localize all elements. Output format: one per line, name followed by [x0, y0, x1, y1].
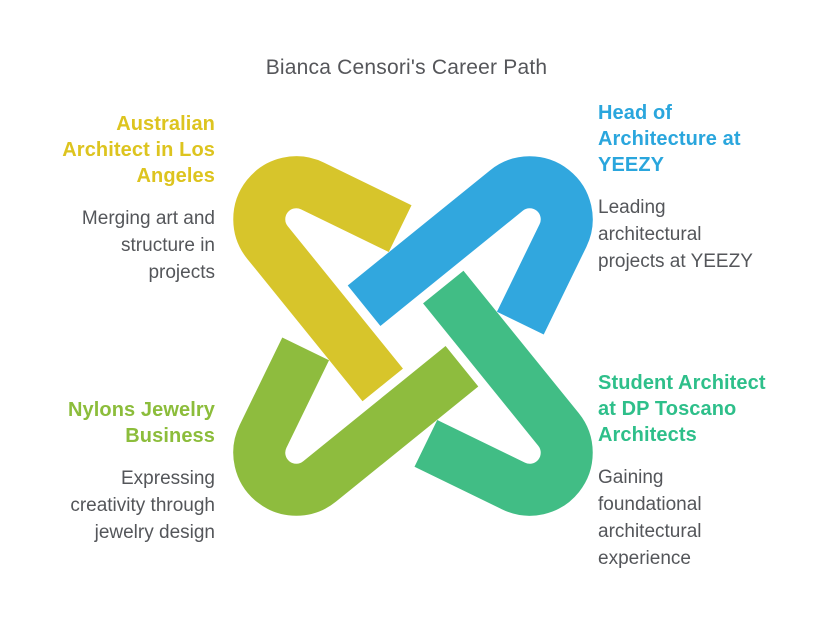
knot-loop-top-right-icon: [347, 156, 593, 335]
section-head-of-architecture: Head of Architecture at YEEZY Leading ar…: [598, 100, 793, 275]
section-heading: Student Architect at DP Toscano Architec…: [598, 372, 766, 446]
page-title: Bianca Censori's Career Path: [265, 56, 548, 79]
section-description: Gaining foundational architectural exper…: [598, 467, 702, 569]
knot-loop-top-left-icon: [233, 156, 412, 402]
section-description: Merging art and structure in projects: [81, 208, 215, 283]
knot-loop-bottom-right-icon: [414, 270, 593, 516]
knot-loop-bottom-left-icon: [233, 337, 479, 516]
section-heading: Australian Architect in Los Angeles: [62, 113, 215, 187]
section-heading: Head of Architecture at YEEZY: [598, 102, 741, 176]
section-description: Expressing creativity through jewelry de…: [70, 468, 215, 543]
section-australian-architect: Australian Architect in Los Angeles Merg…: [28, 111, 215, 286]
section-heading: Nylons Jewelry Business: [67, 399, 215, 447]
section-student-architect: Student Architect at DP Toscano Architec…: [598, 370, 793, 572]
section-nylons-jewelry: Nylons Jewelry Business Expressing creat…: [28, 397, 215, 546]
section-description: Leading architectural projects at YEEZY: [598, 197, 753, 272]
